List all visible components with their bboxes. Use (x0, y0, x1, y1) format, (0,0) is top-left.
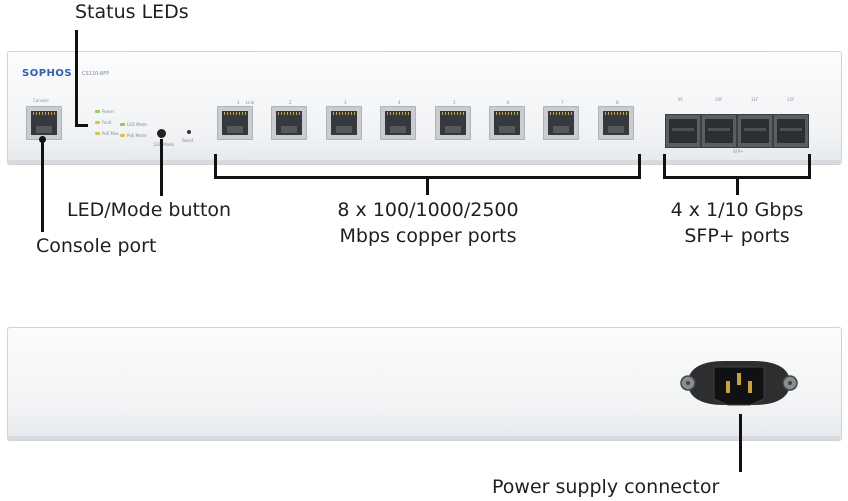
led-power (95, 110, 100, 113)
power-supply-callout: Power supply connector (492, 476, 720, 498)
sfp-number-10: 10F (715, 97, 723, 102)
copper-port-6[interactable] (489, 106, 525, 140)
reset-label: Reset (182, 138, 194, 143)
status-leds-callout: Status LEDs (75, 1, 189, 23)
copper-port-5[interactable] (435, 106, 471, 140)
led-label-power: Power (102, 109, 115, 114)
sfp-ports-bracket-left (663, 154, 666, 179)
sfp-number-9: 9F (678, 97, 683, 102)
sfp-ports-callout-line1: 4 x 1/10 Gbps (670, 199, 804, 221)
sfp-port-9[interactable] (665, 114, 701, 148)
copper-port-2[interactable] (271, 106, 307, 140)
reset-pinhole[interactable] (187, 130, 191, 134)
sfp-group-label: SFP+ (733, 149, 744, 154)
sfp-port-11[interactable] (737, 114, 773, 148)
copper-port-3[interactable] (326, 106, 362, 140)
power-connector[interactable] (674, 353, 804, 413)
copper-port-8[interactable] (598, 106, 634, 140)
led-fault (95, 121, 100, 124)
model-label: CS110-8FP (82, 71, 110, 77)
port-number-8: 8 (616, 100, 619, 105)
port-number-2: 2 (289, 100, 292, 105)
led-label-fault: Fault (102, 120, 112, 125)
led-led-mode (120, 123, 125, 126)
port-number-1: 1 (237, 100, 240, 105)
led-label-led-mode: LED Mode (127, 122, 148, 127)
port-number-3: 3 (344, 100, 347, 105)
sfp-ports-callout-line2: SFP+ ports (684, 225, 790, 247)
led-label-poe-max: PoE Max (102, 131, 119, 136)
led-label-poe-mode: PoE Mode (127, 133, 147, 138)
sfp-number-12: 12F (787, 97, 795, 102)
port-number-4: 4 (398, 100, 401, 105)
sfp-port-12[interactable] (773, 114, 809, 148)
status-leds-leader (75, 30, 78, 126)
status-leds-leader-tick (75, 124, 88, 127)
console-port-leader (41, 139, 44, 232)
port-group-label: Link (246, 100, 255, 105)
brand-logo: SOPHOS (22, 68, 73, 79)
copper-ports-bracket-right (638, 154, 641, 179)
led-mode-button-label: LED Mode (154, 142, 175, 147)
port-number-6: 6 (507, 100, 510, 105)
copper-port-1[interactable] (217, 106, 253, 140)
led-mode-button-leader (160, 139, 163, 196)
led-poe-mode (120, 134, 125, 137)
rear-panel-base (8, 436, 840, 440)
copper-port-4[interactable] (380, 106, 416, 140)
port-number-7: 7 (561, 100, 564, 105)
console-port[interactable] (26, 106, 62, 140)
sfp-number-11: 11F (751, 97, 759, 102)
console-label: Console (33, 98, 49, 103)
front-panel-base (8, 160, 840, 164)
copper-ports-bracket-left (214, 154, 217, 179)
power-supply-leader (739, 414, 742, 472)
led-poe-max (95, 132, 100, 135)
port-number-5: 5 (453, 100, 456, 105)
copper-ports-callout-line1: 8 x 100/1000/2500 (337, 199, 519, 221)
led-mode-button[interactable] (157, 129, 166, 138)
sfp-port-10[interactable] (701, 114, 737, 148)
copper-ports-callout-line2: Mbps copper ports (339, 225, 517, 247)
copper-ports-bracket-stem (426, 176, 429, 195)
console-port-callout: Console port (36, 235, 157, 257)
sfp-ports-bracket-stem (736, 176, 739, 195)
led-mode-button-callout: LED/Mode button (67, 199, 232, 221)
copper-port-7[interactable] (543, 106, 579, 140)
sfp-ports-bracket-right (808, 154, 811, 179)
